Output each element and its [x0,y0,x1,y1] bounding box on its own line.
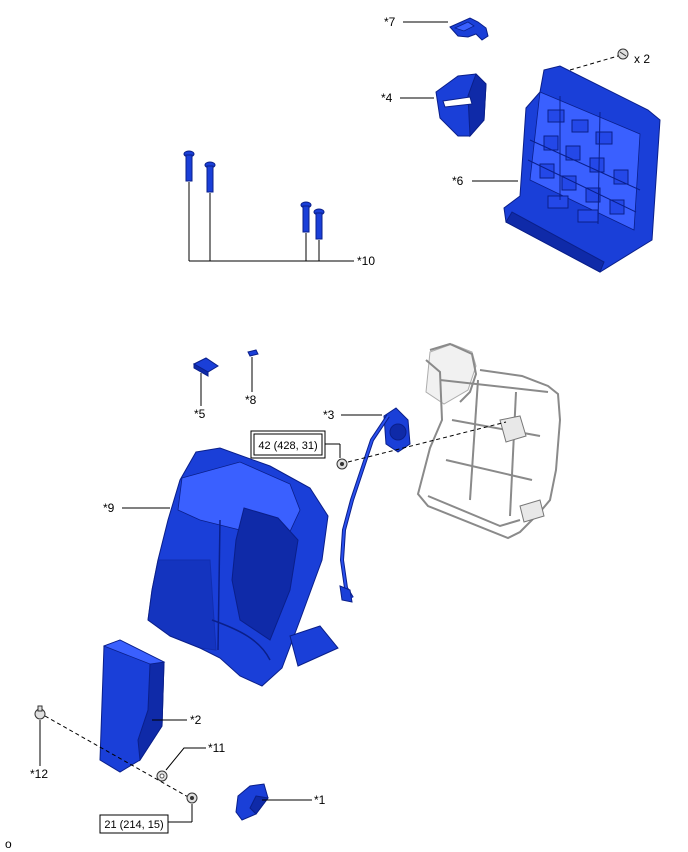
bolt-21-icon [186,792,198,804]
label-8: *8 [245,393,257,407]
label-9: *9 [103,501,115,515]
leader-11 [165,747,206,771]
label-4: *4 [381,91,393,105]
part-4-cover [435,73,487,138]
screw-dash-line [569,55,619,71]
quantity-label: x 2 [634,52,650,66]
part-1-cover [235,783,269,821]
part-2-side-cover [99,639,166,773]
washer-11-icon [156,770,168,782]
bolt-12-icon [34,705,46,720]
svg-text:42 (428, 31): 42 (428, 31) [258,440,317,452]
label-2: *2 [190,713,202,727]
label-12: *12 [30,767,48,781]
label-5: *5 [194,407,206,421]
part-9-seatback-cushion [147,447,339,687]
label-10: *10 [357,254,375,268]
leader-10 [188,182,354,262]
label-3: *3 [323,408,335,422]
part-7-clip [449,17,489,41]
bolt-icon [336,458,348,470]
seat-frame [416,342,562,540]
part-3-seat-belt [339,407,411,603]
part-6-seatback-board [503,65,661,273]
label-6: *6 [452,174,464,188]
svg-text:21 (214, 15): 21 (214, 15) [104,819,163,831]
label-11: *11 [208,741,225,755]
corner-mark: o [5,837,12,851]
bolt-dash-line [347,421,507,463]
torque-box-42: 42 (428, 31) [250,430,326,459]
label-7: *7 [384,15,396,29]
torque-box-21: 21 (214, 15) [99,814,169,834]
part-5-bracket [192,357,219,377]
part-10-pins [183,150,325,240]
label-1: *1 [314,793,326,807]
screw-icon [617,48,629,60]
part-8-clip [247,349,259,357]
